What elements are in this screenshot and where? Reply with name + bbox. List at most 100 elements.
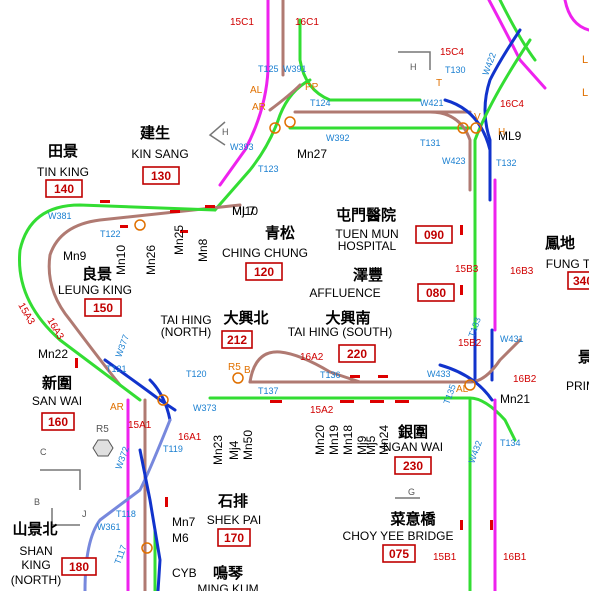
shek-pai-en-name: SHEK PAI (207, 513, 261, 527)
affluence-code: 080 (426, 286, 446, 300)
switch-label: Mj4 (227, 440, 241, 460)
shan-king-north-code-box (61, 557, 97, 576)
ngan-wai-code: 230 (403, 459, 423, 473)
ming-kum-zh-name: 鳴琴 (213, 564, 244, 582)
signal-label: T134 (500, 438, 521, 448)
route-mark: 16B2 (513, 374, 537, 385)
ching-chung-code: 120 (254, 265, 274, 279)
branch-label: AR (252, 102, 266, 113)
route-mark: 15B1 (433, 552, 457, 563)
shan-king-north-en-name: SHAN (19, 544, 52, 558)
magenta-track-topright2 (563, 0, 589, 32)
tai-hing-north-en-name-2: (NORTH) (161, 325, 211, 339)
choy-yee-bridge-en-name: CHOY YEE BRIDGE (343, 529, 454, 543)
blue-sanwai2 (148, 378, 172, 422)
tai-hing-north-zh-name: 大興北 (223, 309, 268, 327)
signal-label: W391 (283, 64, 307, 74)
leung-king-zh-name: 良景 (82, 265, 112, 283)
switch-label: CYB (172, 566, 197, 580)
switch-label: Mn25 (172, 225, 186, 255)
fung-tei-zh-name: 鳳地 (545, 234, 575, 252)
blue-sanwai (103, 358, 177, 412)
san-wai-zh-name: 新圍 (42, 374, 72, 392)
tuen-mun-hospital-en-name: TUEN MUN (335, 227, 398, 241)
tai-hing-north-code: 212 (227, 333, 247, 347)
san-wai-code: 160 (48, 415, 68, 429)
signal-label: T119 (163, 444, 183, 454)
right-zh-fragment: 景 (578, 348, 589, 366)
tin-king-en-name: TIN KING (37, 165, 89, 179)
signal-label: T121 (106, 364, 127, 374)
choy-yee-bridge-code-box (382, 544, 416, 563)
h-label-2: H (410, 62, 417, 72)
switch-label: Mn8 (196, 238, 210, 262)
leung-king-code-box (84, 298, 122, 317)
h-label: H (222, 127, 229, 137)
leung-king-en-name: LEUNG KING (58, 283, 132, 297)
signal-label: T118 (116, 509, 136, 519)
signal-label: T124 (310, 98, 331, 108)
switch-label: Mn18 (341, 425, 355, 455)
tuen-mun-hospital-code-box (415, 225, 453, 244)
signal-label: T120 (186, 369, 207, 379)
signal-label: W421 (420, 98, 444, 108)
prim-label: PRIM (566, 379, 589, 393)
tai-hing-north-en-name: TAI HING (160, 313, 211, 327)
kin-sang-code: 130 (151, 169, 171, 183)
brown-curve-left-junction (268, 83, 302, 112)
ming-kum-en-name: MING KUM (197, 582, 258, 591)
branch-label: H (498, 127, 505, 138)
tai-hing-north-code-box (221, 330, 253, 349)
b-label: B (34, 497, 40, 507)
fung-tei-en-name: FUNG T (546, 257, 589, 271)
route-mark: 15A2 (310, 405, 334, 416)
j-label: J (82, 509, 87, 519)
signal-label: T137 (258, 386, 279, 396)
signal-label: T117 (112, 544, 128, 566)
l-label-2: L (582, 87, 588, 99)
choy-yee-bridge-zh-name: 菜意橋 (389, 510, 436, 528)
route-mark: 16C1 (295, 17, 319, 28)
signal-label: W392 (326, 133, 350, 143)
r5-label: R5 (96, 424, 109, 435)
route-mark: 15C1 (230, 17, 254, 28)
shan-king-north-code: 180 (69, 560, 89, 574)
signal-label: W377 (113, 333, 130, 359)
blue-curve-ml9 (443, 98, 492, 152)
signal-label: T122 (100, 229, 121, 239)
ngan-wai-code-box (394, 456, 432, 475)
shek-pai-code: 170 (224, 531, 244, 545)
tin-king-code: 140 (54, 182, 74, 196)
tin-king-zh-name: 田景 (48, 142, 78, 160)
route-mark: 16C4 (500, 99, 524, 110)
switch-label: Mn23 (211, 435, 225, 465)
ching-chung-en-name: CHING CHUNG (222, 246, 308, 260)
switch-label: Mj10 (232, 204, 258, 218)
affluence-code-box (417, 283, 455, 302)
branch-label: T (436, 78, 442, 89)
r5-hexagon (92, 439, 114, 457)
direction-brackets (40, 51, 431, 526)
shan-king-north-zh-name: 山景北 (12, 520, 57, 538)
affluence-en-name: AFFLUENCE (309, 286, 380, 300)
tuen-mun-hospital-code: 090 (424, 228, 444, 242)
switch-label: Mn22 (38, 347, 68, 361)
signal-label: W361 (97, 522, 121, 532)
g-label: G (408, 487, 415, 497)
route-mark: 16B3 (510, 266, 534, 277)
branch-label: V (474, 112, 481, 123)
blue-track-ml9 (483, 28, 522, 202)
brown-left-loop (47, 203, 242, 387)
green-track-ml7 (208, 396, 517, 442)
kin-sang-zh-name: 建生 (140, 124, 170, 142)
switch-label: Mj5 (364, 435, 378, 455)
signal-label: W423 (442, 156, 466, 166)
switch-label: Mn20 (313, 425, 327, 455)
signal-label: T130 (445, 65, 466, 75)
branch-label: PP (305, 82, 319, 93)
green-track-ml9 (473, 38, 532, 202)
switch-label: Mn21 (500, 392, 530, 406)
san-wai-en-name: SAN WAI (32, 394, 82, 408)
ngan-wai-zh-name: 銀圍 (398, 423, 428, 441)
